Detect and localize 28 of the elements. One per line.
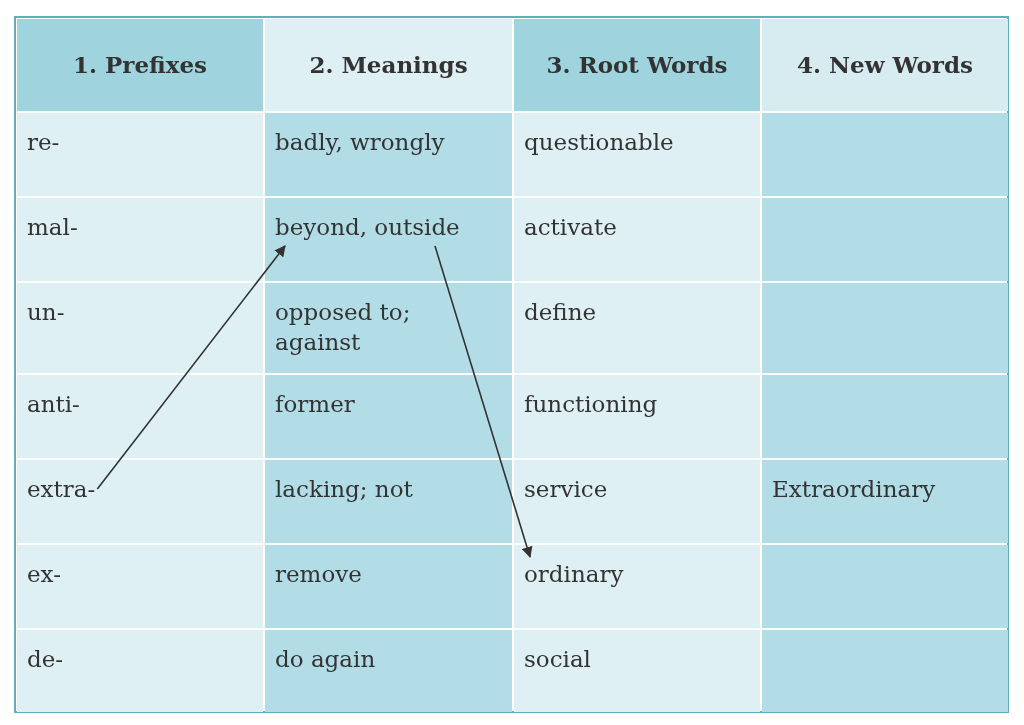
cell-text: badly, wrongly bbox=[275, 128, 445, 157]
cell-text: lacking; not bbox=[275, 475, 413, 504]
cell-text: beyond, outside bbox=[275, 212, 460, 242]
cell-text: questionable bbox=[524, 128, 674, 157]
cell-text: do again bbox=[275, 645, 376, 674]
cell-text: remove bbox=[275, 560, 362, 589]
column-header: 3. Root Words bbox=[546, 50, 728, 80]
cell-text: un- bbox=[27, 298, 65, 327]
column-header: 4. New Words bbox=[797, 50, 973, 80]
arrow bbox=[96, 245, 286, 490]
cell-text: ex- bbox=[27, 560, 61, 589]
cell-text: re- bbox=[27, 128, 60, 157]
cell-text: opposed to; against bbox=[275, 298, 412, 357]
cell-text: de- bbox=[27, 645, 64, 674]
cell-text: anti- bbox=[27, 390, 80, 419]
cell-text: service bbox=[524, 475, 608, 504]
cell-text: functioning bbox=[524, 390, 658, 419]
column-header: 2. Meanings bbox=[309, 50, 468, 80]
cell-text: extra- bbox=[27, 474, 96, 504]
cell-text: former bbox=[275, 390, 355, 419]
cell-text: Extraordinary bbox=[772, 475, 936, 504]
cell-text: ordinary bbox=[524, 559, 624, 589]
cell-text: activate bbox=[524, 213, 617, 242]
column-header: 1. Prefixes bbox=[72, 50, 208, 80]
cell-text: social bbox=[524, 645, 591, 674]
cell-text: mal- bbox=[27, 213, 78, 242]
arrow bbox=[434, 245, 533, 559]
cell-text: define bbox=[524, 298, 597, 327]
